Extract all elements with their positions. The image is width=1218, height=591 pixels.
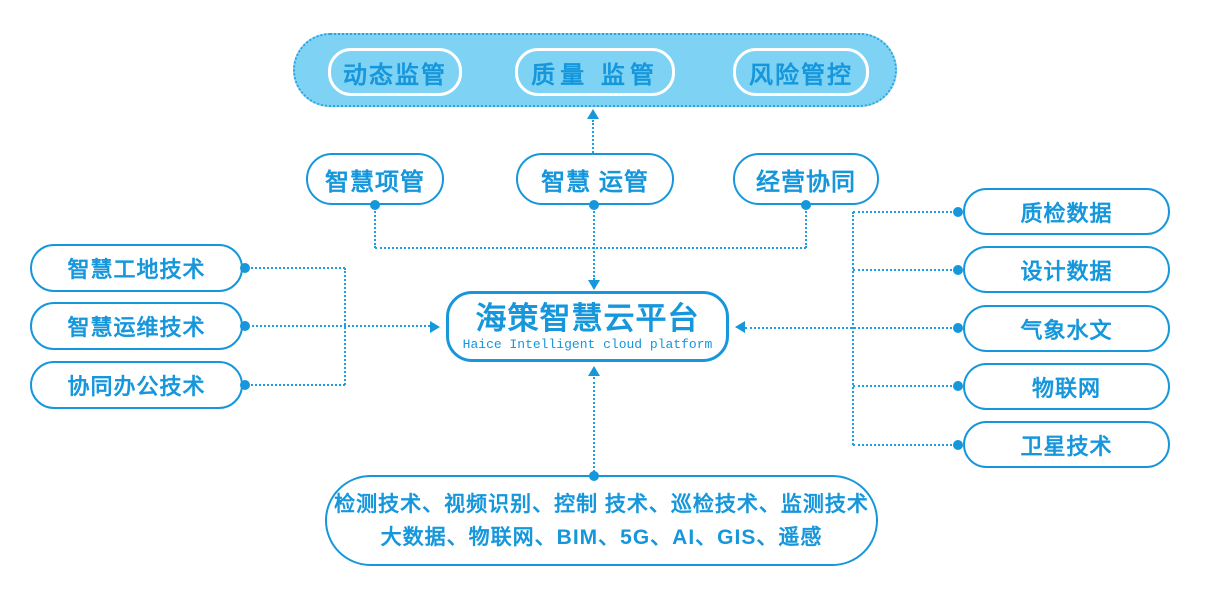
box-business-collaboration: 经营协同	[733, 153, 879, 205]
box-business-collaboration-label: 经营协同	[756, 168, 856, 196]
connector-dot	[589, 200, 599, 210]
box-quality-inspection-data-label: 质检数据	[1020, 200, 1113, 226]
connector-project-down	[374, 208, 376, 248]
connector-dot	[240, 321, 250, 331]
box-smart-om-tech-label: 智慧运维技术	[67, 315, 206, 340]
connector-middle-to-center	[593, 208, 595, 280]
arrow-down-icon	[588, 280, 600, 290]
box-satellite-tech-label: 卫星技术	[1020, 433, 1113, 459]
box-smart-project-management: 智慧项管	[306, 153, 444, 205]
connector-left-bottom-branch	[248, 384, 345, 386]
center-platform-box: 海策智慧云平台 Haice Intelligent cloud platform	[446, 291, 729, 362]
tech-line-1: 检测技术、视频识别、控制 技术、巡检技术、监测技术	[334, 492, 869, 516]
connector-right-branch-1	[853, 211, 956, 213]
connector-collaboration-down	[805, 208, 807, 248]
platform-title: 海策智慧云平台	[475, 300, 700, 336]
pill-dynamic-supervision-label: 动态监管	[343, 61, 447, 89]
pill-risk-control-label: 风险管控	[749, 61, 853, 89]
connector-left-top-branch	[248, 267, 345, 269]
connector-right-to-center	[745, 327, 956, 329]
pill-risk-control: 风险管控	[733, 48, 869, 96]
connector-dot	[953, 381, 963, 391]
arrow-up-icon	[588, 366, 600, 376]
connector-dot	[370, 200, 380, 210]
connector-bottom-to-center	[593, 377, 595, 472]
connector-right-branch-4	[853, 385, 956, 387]
connector-dot	[801, 200, 811, 210]
connector-dot	[589, 471, 599, 481]
connector-right-branch-5	[853, 444, 956, 446]
box-smart-site-tech-label: 智慧工地技术	[67, 257, 206, 282]
tech-line-2: 大数据、物联网、BIM、5G、AI、GIS、遥感	[380, 525, 823, 549]
technology-group: 检测技术、视频识别、控制 技术、巡检技术、监测技术 大数据、物联网、BIM、5G…	[325, 475, 878, 566]
box-smart-project-management-label: 智慧项管	[325, 168, 425, 196]
box-satellite-tech: 卫星技术	[963, 421, 1170, 468]
connector-left-trunk	[344, 268, 346, 385]
box-meteorology-hydrology: 气象水文	[963, 305, 1170, 352]
box-meteorology-hydrology-label: 气象水文	[1020, 317, 1113, 343]
pill-dynamic-supervision: 动态监管	[328, 48, 462, 96]
supervision-group: 动态监管 质量 监管 风险管控	[293, 33, 897, 107]
platform-subtitle: Haice Intelligent cloud platform	[462, 336, 713, 352]
box-smart-operation-management: 智慧 运管	[516, 153, 674, 205]
connector-dot	[240, 380, 250, 390]
box-design-data: 设计数据	[963, 246, 1170, 293]
connector-dot	[953, 265, 963, 275]
box-smart-om-tech: 智慧运维技术	[30, 302, 243, 350]
box-iot: 物联网	[963, 363, 1170, 410]
arrow-right-icon	[430, 321, 440, 333]
box-smart-site-tech: 智慧工地技术	[30, 244, 243, 292]
connector-operation-to-supervision	[592, 120, 594, 153]
connector-dot	[953, 207, 963, 217]
connector-dot	[953, 440, 963, 450]
box-quality-inspection-data: 质检数据	[963, 188, 1170, 235]
pill-quality-supervision: 质量 监管	[515, 48, 675, 96]
connector-dot	[953, 323, 963, 333]
connector-right-branch-2	[853, 269, 956, 271]
arrow-left-icon	[735, 321, 745, 333]
box-collaborative-office-tech: 协同办公技术	[30, 361, 243, 409]
box-smart-operation-management-label: 智慧 运管	[541, 168, 649, 196]
connector-left-to-center	[248, 325, 430, 327]
connector-middle-bus	[375, 247, 806, 249]
connector-dot	[240, 263, 250, 273]
box-design-data-label: 设计数据	[1020, 258, 1113, 284]
pill-quality-supervision-label: 质量 监管	[531, 61, 659, 89]
arrow-up-icon	[587, 109, 599, 119]
box-collaborative-office-tech-label: 协同办公技术	[67, 374, 206, 399]
box-iot-label: 物联网	[1031, 375, 1101, 401]
